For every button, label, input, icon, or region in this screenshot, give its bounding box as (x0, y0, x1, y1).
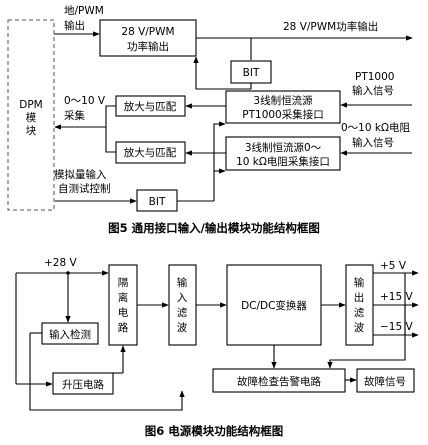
input-28v-label: +28 V (44, 257, 77, 269)
dcdc-label: DC/DC变换器 (241, 299, 307, 312)
resistance-source-box (225, 136, 341, 171)
amp1-label: 放大与匹配 (124, 100, 177, 113)
pt1000-source-line1: 3线制恒流源 (253, 94, 313, 107)
junction-dot-1 (66, 271, 70, 275)
figure-6: +28 V 隔 离 电 路 输入检测 升压电路 输 入 滤 波 DC/DC变换器 (15, 257, 419, 438)
output-5v-label: +5 V (380, 260, 407, 272)
output-filter-char3: 滤 (354, 306, 365, 319)
boost-box (52, 372, 114, 395)
output-filter-char4: 波 (354, 321, 365, 334)
dcdc-box (226, 264, 322, 346)
fault-signal-label: 故障信号 (364, 375, 406, 388)
input-filter-char1: 输 (177, 276, 188, 289)
output-neg15v-label: −15 V (380, 321, 413, 333)
arrow-bit1-to-power (193, 56, 252, 90)
line-amp2-join (105, 127, 116, 153)
power-output-line1: 28 V/PWM (121, 26, 174, 38)
resistance-input-line2: 输入信号 (352, 136, 394, 149)
isolation-char4: 路 (118, 321, 129, 334)
dpm-label-line3: 块 (26, 125, 37, 137)
boost-label: 升压电路 (62, 378, 104, 391)
collect-label-line2: 采集 (64, 109, 85, 122)
resistance-source-line2: 10 kΩ电阻采集接口 (236, 155, 330, 168)
figure5-caption: 图5 通用接口输入/输出模块功能结构框图 (108, 221, 320, 235)
power-output-line2: 功率输出 (127, 40, 169, 53)
isolation-char3: 电 (118, 306, 129, 319)
input-filter-char2: 入 (177, 292, 188, 304)
bit2-label: BIT (149, 196, 166, 208)
resistance-input-line1: 0～10 kΩ电阻 (341, 121, 410, 134)
fault-alarm-label: 故障检查告警电路 (237, 375, 321, 388)
dpm-module-frame (7, 19, 55, 211)
arrow-amp1-to-dpm (54, 105, 116, 130)
output-filter-box (345, 264, 374, 346)
amp2-box (115, 141, 186, 164)
analog-selftest-line2: 自测试控制 (58, 182, 111, 195)
power-output-signal-label: 28 V/PWM功率输出 (283, 20, 378, 33)
output-15v-label: +15 V (380, 291, 413, 303)
dpm-label-line2: 模 (26, 112, 37, 124)
pwm-input-label-line2: 输出 (64, 19, 85, 32)
isolation-char2: 离 (118, 291, 129, 304)
amp2-label: 放大与匹配 (124, 146, 177, 159)
input-filter-box (168, 264, 197, 346)
collect-label-line1: 0～10 V (64, 95, 106, 107)
figure-5: DPM 模 块 地/PWM 输出 28 V/PWM 功率输出 28 V/PWM功… (7, 4, 413, 235)
figure6-caption: 图6 电源模块功能结构框图 (145, 424, 284, 438)
input-filter-char3: 滤 (177, 306, 188, 319)
output-filter-char1: 输 (354, 276, 365, 289)
arrow-bit2-to-src1 (213, 121, 226, 171)
fault-signal-box (356, 368, 415, 393)
dpm-label-line1: DPM (19, 99, 42, 111)
bit1-label: BIT (243, 67, 260, 79)
pwm-input-label-line1: 地/PWM (64, 4, 104, 17)
pt1000-input-line1: PT1000 (355, 71, 394, 83)
pt1000-source-line2: PT1000采集接口 (242, 108, 323, 121)
power-output-box (99, 19, 197, 57)
input-detect-label: 输入检测 (49, 328, 91, 341)
isolation-char1: 隔 (118, 277, 129, 289)
analog-selftest-line1: 模拟量输入 (54, 168, 107, 181)
arrow-detect-to-alarm (29, 333, 185, 411)
resistance-source-line1: 3线制恒流源0～ (245, 141, 322, 154)
pt1000-input-line2: 输入信号 (352, 84, 394, 97)
input-filter-char4: 波 (177, 321, 188, 334)
isolation-box (108, 264, 138, 346)
output-filter-char2: 出 (354, 291, 365, 304)
pt1000-source-box (225, 90, 341, 124)
